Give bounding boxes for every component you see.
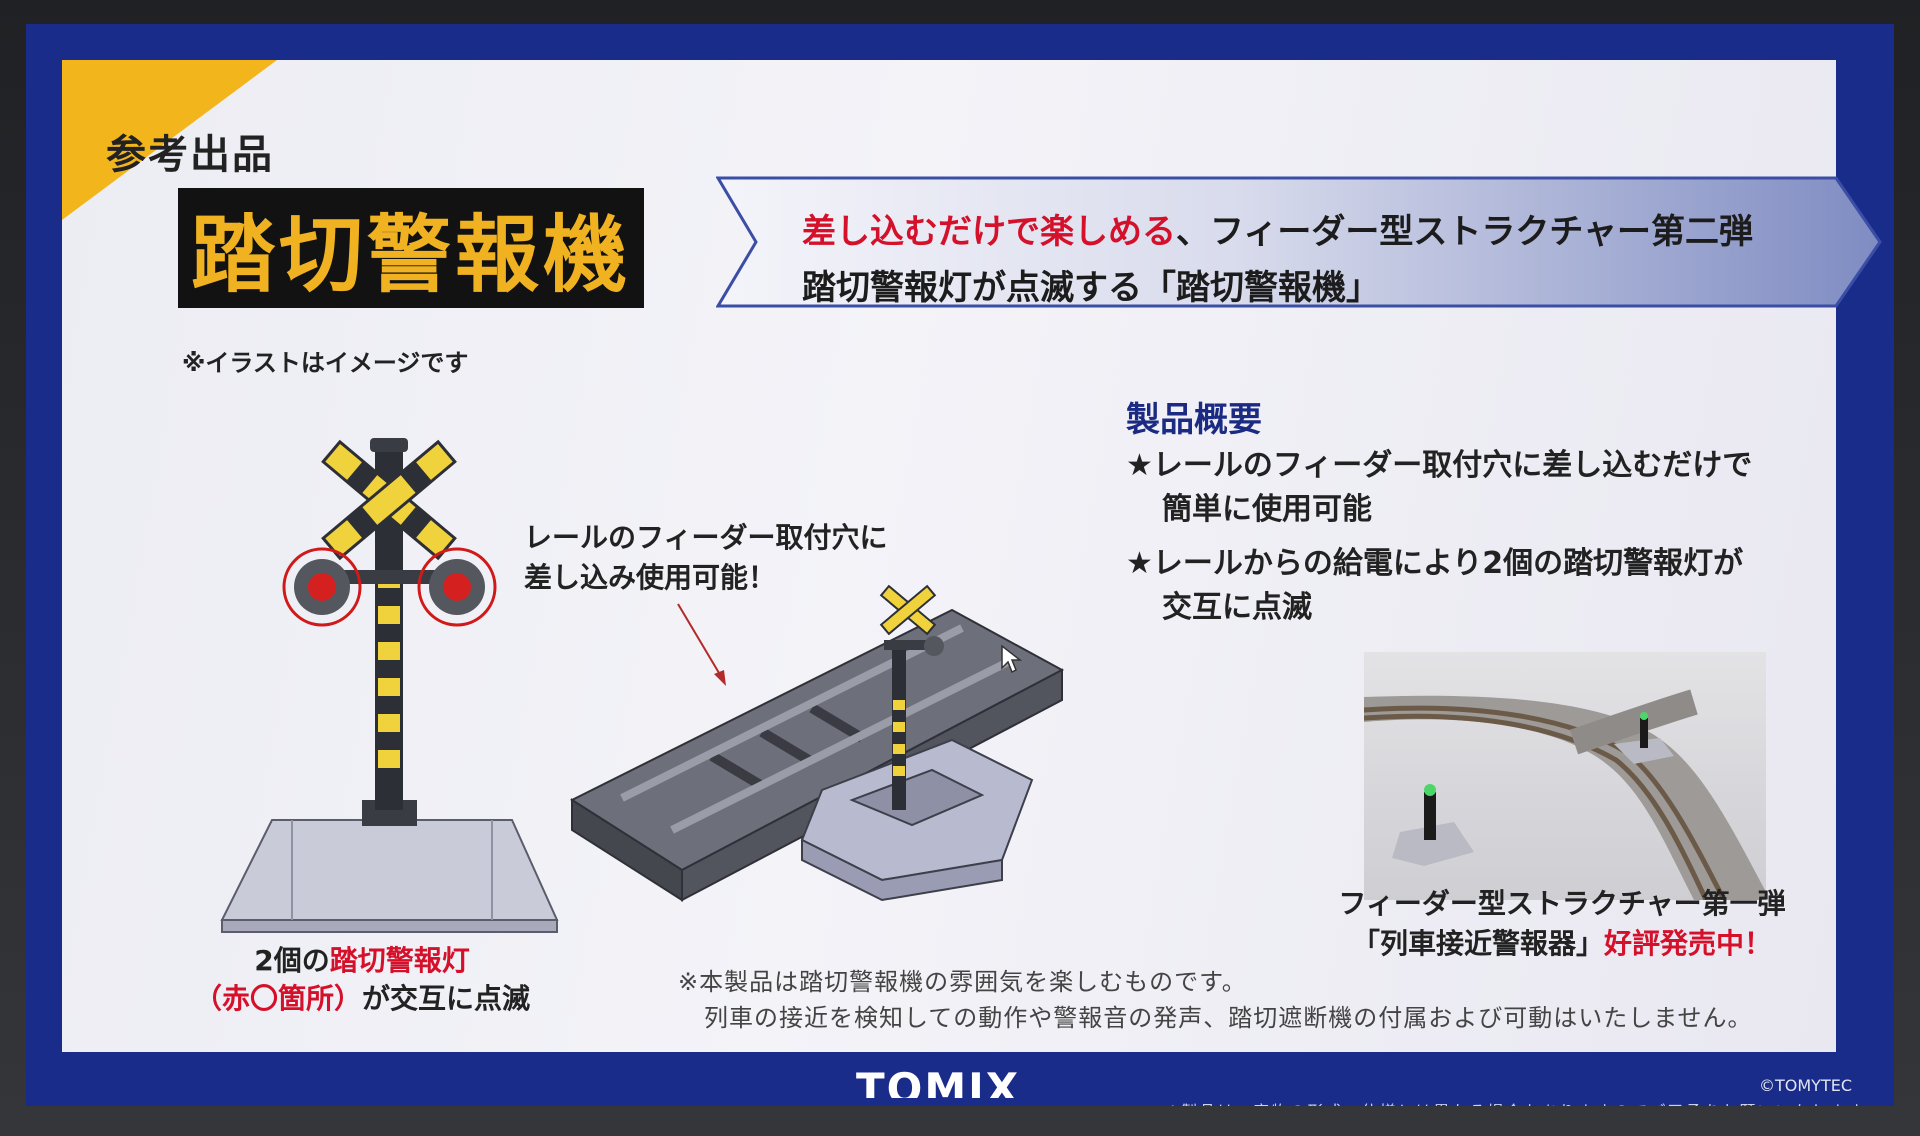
lamp-caption-text-2: が交互に点滅 bbox=[362, 982, 531, 1015]
track-callout-line-2: 差し込み使用可能！ bbox=[524, 561, 777, 594]
banner-arrow bbox=[716, 176, 1882, 308]
product-title-box: 踏切警報機 bbox=[178, 188, 644, 308]
slide: 参考出品 踏切警報機 ※イラストはイメージです 差し込むだけで楽しめる、フィーダ… bbox=[62, 60, 1882, 1052]
crossing-signal-illustration bbox=[220, 438, 559, 933]
photo-caption-product: 「列車接近警報器」 bbox=[1351, 927, 1604, 960]
bullet-1-line-1: ★レールのフィーダー取付穴に差し込むだけで bbox=[1126, 448, 1753, 483]
track-callout: レールのフィーダー取付穴に 差し込み使用可能！ bbox=[524, 518, 887, 598]
callout-arrow-icon bbox=[677, 603, 726, 686]
overview-bullet-2: ★レールからの給電により2個の踏切警報灯が 交互に点滅 bbox=[1126, 542, 1743, 630]
overview-bullet-1: ★レールのフィーダー取付穴に差し込むだけで 簡単に使用可能 bbox=[1126, 444, 1752, 532]
photo-caption-on-sale: 好評発売中！ bbox=[1604, 927, 1773, 960]
track-callout-line-1: レールのフィーダー取付穴に bbox=[524, 521, 888, 554]
mouse-cursor-icon bbox=[1001, 644, 1022, 674]
lamp-caption: 2個の踏切警報灯 （赤〇箇所）が交互に点滅 bbox=[182, 942, 542, 1018]
photo-track-scene bbox=[1364, 689, 1766, 900]
banner-line-1: 差し込むだけで楽しめる、フィーダー型ストラクチャー第二弾 bbox=[802, 204, 1862, 260]
banner-text: 差し込むだけで楽しめる、フィーダー型ストラクチャー第二弾 踏切警報灯が点滅する「… bbox=[802, 204, 1862, 316]
disclaimer-line-2: 列車の接近を検知しての動作や警報音の発声、踏切遮断機の付属および可動はいたしませ… bbox=[704, 1004, 1753, 1032]
overview-title: 製品概要 bbox=[1126, 400, 1262, 440]
reference-label: 参考出品 bbox=[106, 132, 274, 178]
banner-line-2: 踏切警報灯が点滅する「踏切警報機」 bbox=[802, 268, 1380, 308]
lamp-caption-text: 2個の bbox=[254, 944, 330, 977]
bullet-2-line-1: ★レールからの給電により2個の踏切警報灯が bbox=[1126, 546, 1744, 581]
lamp-caption-highlight: 踏切警報灯 bbox=[329, 944, 470, 977]
photo-caption: フィーダー型ストラクチャー第一弾 「列車接近警報器」好評発売中！ bbox=[1332, 884, 1792, 964]
bullet-2-line-2: 交互に点滅 bbox=[1162, 590, 1312, 625]
footer-footnote: ※製品は、実物の形式・仕様とは異なる場合もありますのでご了承をお願いいたします。 bbox=[1166, 1098, 1882, 1106]
presentation-screen: 参考出品 踏切警報機 ※イラストはイメージです 差し込むだけで楽しめる、フィーダ… bbox=[26, 24, 1894, 1106]
tomix-logo: TOMIX bbox=[856, 1064, 1021, 1098]
lamp-caption-location: （赤〇箇所） bbox=[193, 982, 362, 1015]
track-signal-illustration bbox=[569, 584, 1065, 902]
product-title: 踏切警報機 bbox=[190, 205, 631, 304]
illustration-note: ※イラストはイメージです bbox=[182, 349, 469, 377]
bullet-1-line-2: 簡単に使用可能 bbox=[1162, 492, 1372, 527]
photo-caption-line-1: フィーダー型ストラクチャー第一弾 bbox=[1338, 887, 1786, 920]
disclaimer: ※本製品は踏切警報機の雰囲気を楽しむものです。 列車の接近を検知しての動作や警報… bbox=[678, 964, 1753, 1036]
disclaimer-line-1: ※本製品は踏切警報機の雰囲気を楽しむものです。 bbox=[678, 968, 1247, 996]
banner-highlight: 差し込むだけで楽しめる bbox=[802, 212, 1176, 252]
copyright: ©TOMYTEC bbox=[1759, 1076, 1852, 1095]
product-photo bbox=[1364, 652, 1766, 900]
banner-line-1-rest: 、フィーダー型ストラクチャー第二弾 bbox=[1176, 212, 1753, 252]
